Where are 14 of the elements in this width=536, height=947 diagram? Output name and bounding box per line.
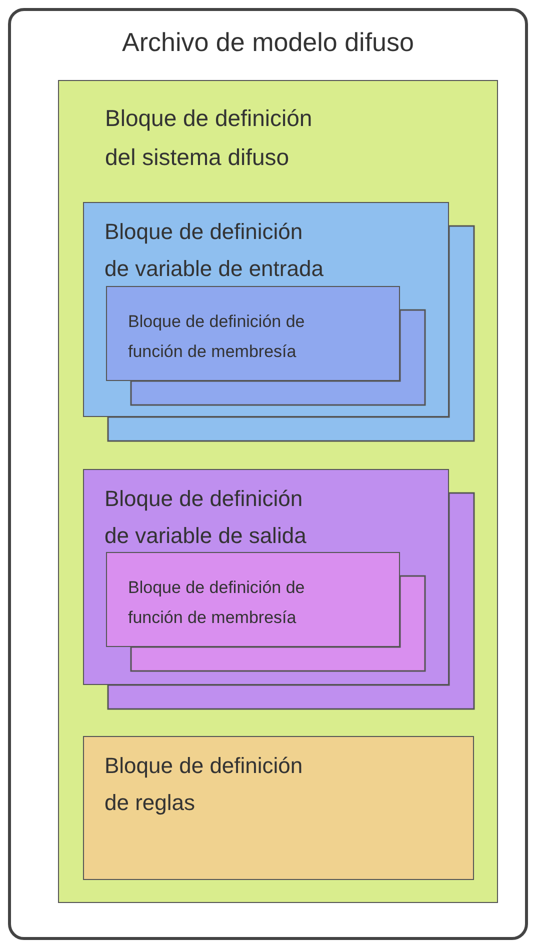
block-title: Archivo de modelo difuso: [121, 27, 415, 58]
definition-block: [82, 736, 474, 880]
block-title: Bloque de definición de variable de salida: [104, 484, 308, 550]
block-title: Bloque de definición de función de membresía: [128, 577, 306, 629]
file-container: [8, 8, 528, 940]
block-title: Bloque de definición de reglas: [104, 752, 304, 817]
definition-block: [82, 202, 448, 416]
membership-block: [106, 286, 400, 381]
system-block: [58, 80, 498, 903]
block-title: Bloque de definición de variable de entrada: [104, 218, 324, 282]
block-title: Bloque de definición del sistema difuso: [105, 104, 314, 172]
block-title: Bloque de definición de función de membresía: [128, 311, 306, 363]
membership-block: [106, 552, 400, 647]
definition-block: [82, 468, 448, 684]
